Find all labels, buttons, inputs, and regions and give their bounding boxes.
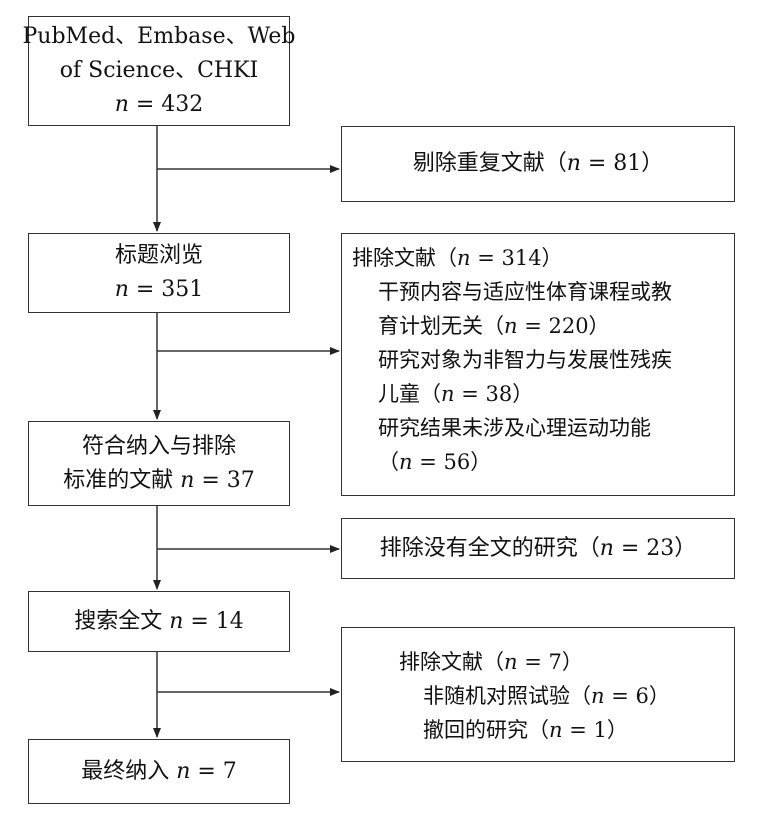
eligible-line-1: 符合纳入与排除: [81, 433, 236, 459]
exclude-final-reason-1: 非随机对照试验（n = 6）: [423, 684, 670, 708]
exclude-title-reason-3-line-2: （n = 56）: [378, 450, 492, 474]
exclude-title-reason-2-line-1: 研究对象为非智力与发展性残疾: [378, 348, 672, 372]
exclude-final-header: 排除文献（n = 7）: [399, 650, 583, 674]
exclude-title-box: 排除文献（n = 314） 干预内容与适应性体育课程或教 育计划无关（n = 2…: [341, 233, 735, 496]
source-line-1: PubMed、Embase、Web: [22, 24, 296, 49]
exclude-final-reason-2: 撤回的研究（n = 1）: [423, 718, 628, 742]
exclude-title-reason-1-line-1: 干预内容与适应性体育课程或教: [378, 280, 672, 304]
eligible-records-box: 符合纳入与排除 标准的文献 n = 37: [28, 421, 290, 506]
exclude-title-reason-1-line-2: 育计划无关（n = 220）: [378, 314, 610, 338]
source-line-2: of Science、CHKI: [59, 58, 259, 83]
source-databases-box: PubMed、Embase、Web of Science、CHKI n = 43…: [22, 16, 296, 126]
eligible-line-2: 标准的文献 n = 37: [63, 467, 255, 493]
title-screening-count: n = 351: [114, 277, 204, 302]
exclude-title-reason-2-line-2: 儿童（n = 38）: [378, 382, 534, 406]
exclude-no-fulltext-box: 排除没有全文的研究（n = 23）: [341, 518, 735, 579]
fulltext-search-box: 搜索全文 n = 14: [28, 591, 290, 652]
final-included-text: 最终纳入 n = 7: [81, 758, 237, 784]
exclude-no-fulltext-text: 排除没有全文的研究（n = 23）: [379, 535, 697, 561]
final-included-box: 最终纳入 n = 7: [28, 739, 290, 804]
exclude-title-header: 排除文献（n = 314）: [352, 246, 563, 270]
fulltext-search-text: 搜索全文 n = 14: [74, 608, 244, 634]
title-screening-label: 标题浏览: [114, 243, 203, 268]
exclude-duplicates-text: 剔除重复文献（n = 81）: [412, 151, 664, 176]
source-count: n = 432: [114, 92, 204, 117]
exclude-duplicates-box: 剔除重复文献（n = 81）: [341, 126, 735, 202]
exclude-title-reason-3-line-1: 研究结果未涉及心理运动功能: [378, 416, 651, 440]
title-screening-box: 标题浏览 n = 351: [28, 233, 290, 313]
exclude-final-box: 排除文献（n = 7） 非随机对照试验（n = 6） 撤回的研究（n = 1）: [341, 627, 735, 762]
